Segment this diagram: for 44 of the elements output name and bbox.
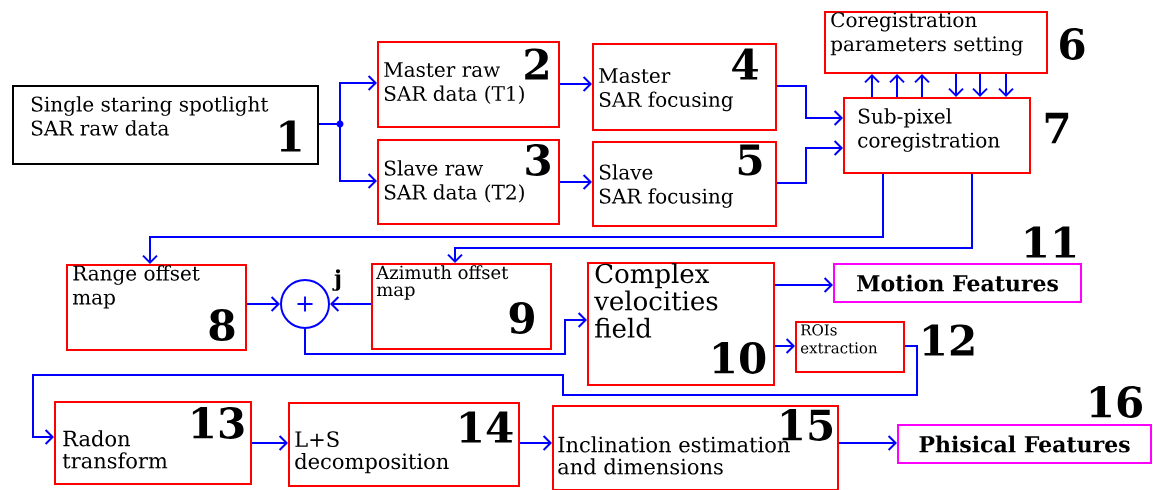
arrow — [447, 173, 973, 263]
step-number: 5 — [738, 144, 762, 176]
step-number: 9 — [509, 302, 534, 334]
arrow — [559, 76, 592, 92]
arrow — [304, 312, 587, 355]
process-box: Sub-pixel coregistration — [843, 97, 1031, 174]
step-number: 2 — [525, 48, 548, 80]
step-number: 13 — [192, 407, 244, 439]
step-number: 3 — [526, 144, 550, 176]
step-number: 16 — [1090, 386, 1142, 418]
process-box: Coregistration parameters setting — [824, 11, 1048, 74]
arrow — [998, 73, 1014, 97]
arrow — [774, 338, 795, 354]
step-number: 6 — [1060, 28, 1085, 60]
arrow — [142, 173, 884, 264]
step-number: 14 — [460, 411, 513, 443]
arrow — [864, 74, 880, 98]
process-box: Motion Features — [833, 263, 1082, 303]
arrow — [774, 277, 833, 293]
arrow — [318, 123, 377, 189]
arrow — [246, 296, 280, 312]
step-number: 4 — [732, 48, 758, 80]
arrow — [914, 74, 930, 98]
step-number: 11 — [1025, 226, 1076, 258]
arrow — [32, 345, 918, 445]
step-number: 10 — [713, 342, 766, 374]
arrow — [889, 74, 905, 98]
step-number: 1 — [280, 120, 301, 152]
step-number: 8 — [209, 309, 235, 341]
step-number: 12 — [923, 324, 974, 356]
arrow — [559, 174, 592, 190]
arrow — [776, 140, 843, 184]
process-box: ROIs extraction — [795, 321, 905, 373]
arrow — [330, 296, 372, 312]
sum-junction: + — [280, 279, 330, 329]
arrow — [251, 435, 288, 451]
arrow — [838, 435, 897, 451]
arrow — [972, 73, 988, 97]
step-number: 7 — [1045, 112, 1069, 144]
process-box: Phisical Features — [897, 424, 1152, 464]
arrow — [519, 435, 552, 451]
operator-label: j — [332, 269, 341, 291]
arrow — [948, 73, 964, 97]
arrow — [776, 85, 843, 126]
